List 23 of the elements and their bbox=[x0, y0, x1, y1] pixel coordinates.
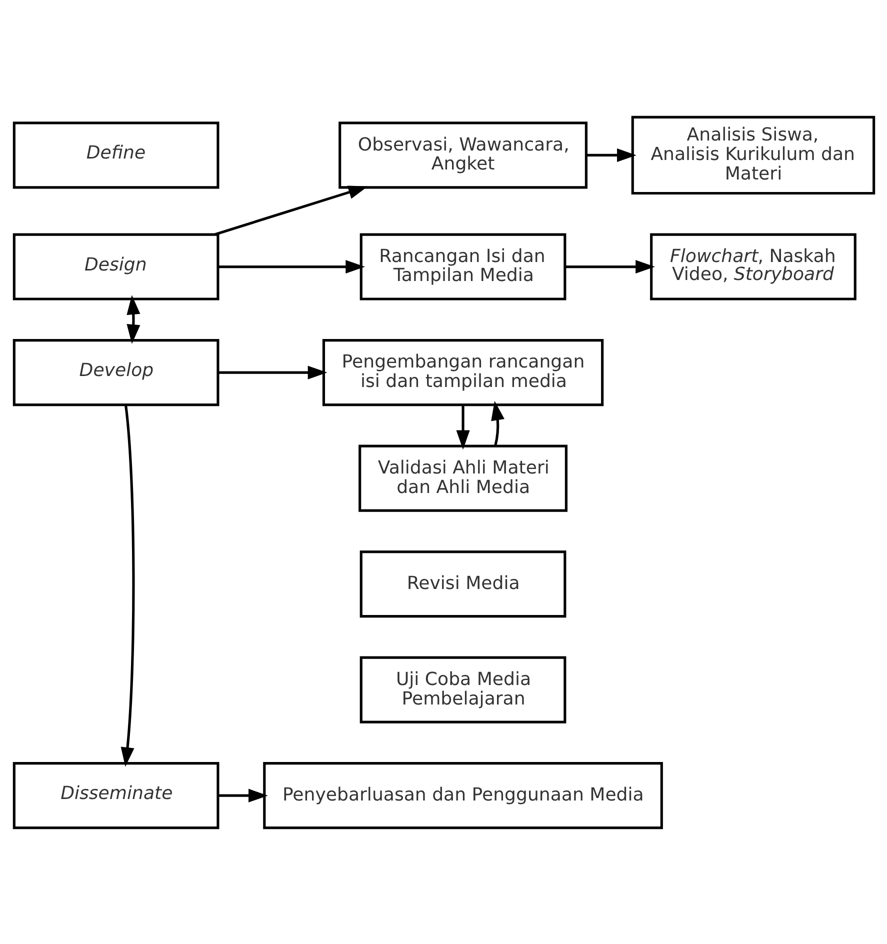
arrow bbox=[120, 404, 134, 766]
node-box: Design bbox=[12, 232, 219, 300]
node-box: Observasi, Wawancara, Angket bbox=[338, 121, 587, 188]
node-box: Flowchart, Naskah Video, Storyboard bbox=[650, 232, 856, 300]
node-box: Uji Coba Media Pembelajaran bbox=[359, 656, 566, 723]
node-box: Define bbox=[12, 121, 219, 188]
arrow bbox=[126, 294, 140, 344]
arrow bbox=[564, 260, 654, 274]
arrow bbox=[586, 148, 636, 162]
node-box: Develop bbox=[12, 338, 219, 406]
arrow bbox=[214, 185, 368, 236]
node-box: Revisi Media bbox=[359, 550, 566, 618]
arrow bbox=[218, 788, 268, 802]
node-box: Disseminate bbox=[12, 762, 219, 829]
arrow bbox=[456, 404, 470, 450]
node-box: Pengembangan rancangan isi dan tampilan media bbox=[322, 338, 604, 406]
arrow bbox=[218, 260, 365, 274]
arrow bbox=[218, 365, 327, 379]
node-box: Rancangan Isi dan Tampilan Media bbox=[359, 232, 566, 300]
node-box: Analisis Siswa, Analisis Kurikulum dan Materi bbox=[630, 115, 875, 194]
arrow bbox=[490, 400, 504, 446]
node-box: Validasi Ahli Materi dan Ahli Media bbox=[358, 444, 567, 512]
node-box: Penyebarluasan dan Penggunaan Media bbox=[262, 762, 662, 829]
